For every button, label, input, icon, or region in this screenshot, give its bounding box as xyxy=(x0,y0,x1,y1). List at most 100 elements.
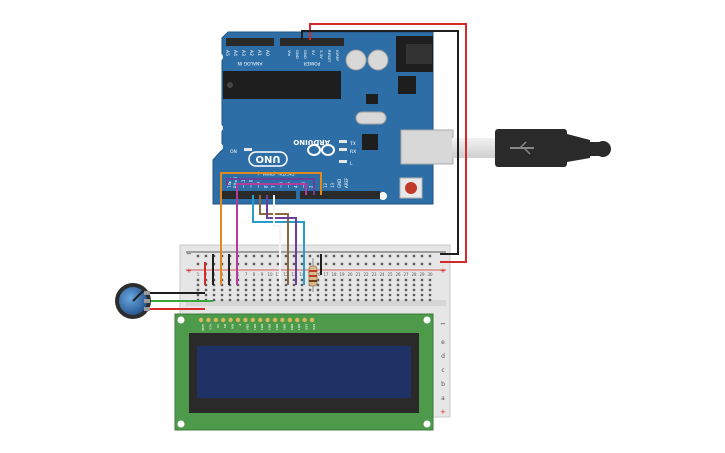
breadboard-hole xyxy=(324,262,328,266)
breadboard-hole xyxy=(348,278,352,282)
breadboard-hole xyxy=(316,254,320,258)
breadboard-hole xyxy=(196,288,200,292)
breadboard-hole xyxy=(356,283,360,287)
breadboard-hole xyxy=(308,288,312,292)
breadboard-hole xyxy=(388,298,392,302)
breadboard-hole xyxy=(300,283,304,287)
breadboard-column-number: 24 xyxy=(379,272,385,277)
tx-led xyxy=(339,140,347,143)
breadboard-hole xyxy=(316,278,320,282)
breadboard-column-number: 11 xyxy=(275,272,281,277)
tx-pin-label: TX▸ 1 xyxy=(227,177,232,189)
model-label: UNO xyxy=(256,153,281,164)
plus-rail-label-lower: + xyxy=(440,408,446,416)
usb-icon xyxy=(510,141,534,155)
breadboard-hole xyxy=(420,298,424,302)
breadboard-hole xyxy=(284,293,288,297)
breadboard-hole xyxy=(412,293,416,297)
breadboard-hole xyxy=(332,298,336,302)
wire-cyan xyxy=(252,195,305,285)
l-led xyxy=(339,160,347,163)
breadboard-hole xyxy=(356,293,360,297)
breadboard-hole xyxy=(284,288,288,292)
breadboard-hole xyxy=(332,278,336,282)
breadboard-hole xyxy=(364,283,368,287)
breadboard-column-number: 8 xyxy=(253,272,256,277)
breadboard-hole xyxy=(212,293,216,297)
breadboard-hole xyxy=(372,278,376,282)
lcd-pin xyxy=(250,317,255,323)
breadboard-column-number: 27 xyxy=(403,272,409,277)
breadboard-hole xyxy=(348,283,352,287)
breadboard-row-letter: a xyxy=(441,395,445,402)
analog-pin-label: A2 xyxy=(248,50,254,56)
breadboard-hole xyxy=(412,288,416,292)
reset-button-cap[interactable] xyxy=(405,182,417,194)
digital-pin-label: 2 xyxy=(309,185,314,188)
breadboard-column-number: 17 xyxy=(323,272,329,277)
lcd-pin-label: LED xyxy=(312,324,316,331)
breadboard-hole xyxy=(244,298,248,302)
pin13-label: 13 xyxy=(330,182,335,188)
breadboard-column-number: 16 xyxy=(315,272,321,277)
breadboard-hole xyxy=(252,262,256,266)
breadboard-hole xyxy=(324,278,328,282)
voltage-regulator xyxy=(398,76,416,94)
analog-pin-label: A3 xyxy=(240,50,246,56)
breadboard-hole xyxy=(268,262,272,266)
breadboard-hole xyxy=(196,262,200,266)
breadboard-hole xyxy=(340,283,344,287)
breadboard-hole xyxy=(276,278,280,282)
power-pin-label: GND xyxy=(295,50,300,59)
breadboard-hole xyxy=(292,278,296,282)
lcd-screen xyxy=(197,346,411,398)
breadboard-hole xyxy=(420,293,424,297)
lcd-pin xyxy=(265,317,270,323)
breadboard-hole xyxy=(204,254,208,258)
breadboard-hole xyxy=(196,283,200,287)
aref-pin-label: AREF xyxy=(344,177,349,188)
breadboard-hole xyxy=(276,288,280,292)
breadboard-hole xyxy=(396,288,400,292)
analog-header-label: ANALOG IN xyxy=(237,60,262,66)
breadboard-hole xyxy=(372,298,376,302)
breadboard-hole xyxy=(244,278,248,282)
breadboard-hole xyxy=(260,262,264,266)
power-pin-label: Vin xyxy=(287,50,292,57)
breadboard-hole xyxy=(404,262,408,266)
l-label: L xyxy=(350,161,353,167)
breadboard-hole xyxy=(388,288,392,292)
capacitor xyxy=(345,49,367,71)
power-pin-label: RESET xyxy=(327,50,332,63)
plus-rail-label: + xyxy=(186,267,192,275)
lcd-pin xyxy=(287,317,292,323)
breadboard-hole xyxy=(420,283,424,287)
breadboard-hole xyxy=(268,298,272,302)
resistor[interactable] xyxy=(308,258,318,292)
power-pin-label: 5V xyxy=(311,50,316,55)
breadboard-hole xyxy=(412,298,416,302)
breadboard-column-number: 9 xyxy=(261,272,264,277)
breadboard-hole xyxy=(364,254,368,258)
breadboard-hole xyxy=(364,262,368,266)
breadboard-hole xyxy=(372,262,376,266)
breadboard-hole xyxy=(252,288,256,292)
breadboard-hole xyxy=(196,254,200,258)
arduino-logo xyxy=(307,144,335,156)
plus-rail-label-right: + xyxy=(440,267,446,275)
breadboard-hole xyxy=(236,298,240,302)
microcontroller-chip xyxy=(223,71,341,99)
breadboard-hole xyxy=(292,283,296,287)
breadboard-column-number: 21 xyxy=(355,272,361,277)
lcd-pin-label: GND xyxy=(201,324,205,332)
breadboard-hole xyxy=(244,288,248,292)
breadboard-hole xyxy=(204,293,208,297)
lcd-pin xyxy=(221,317,226,323)
lcd-pin-label: E xyxy=(238,324,242,326)
wire-white xyxy=(273,195,281,285)
breadboard-hole xyxy=(428,254,432,258)
breadboard-hole xyxy=(372,254,376,258)
potentiometer[interactable] xyxy=(115,283,151,319)
